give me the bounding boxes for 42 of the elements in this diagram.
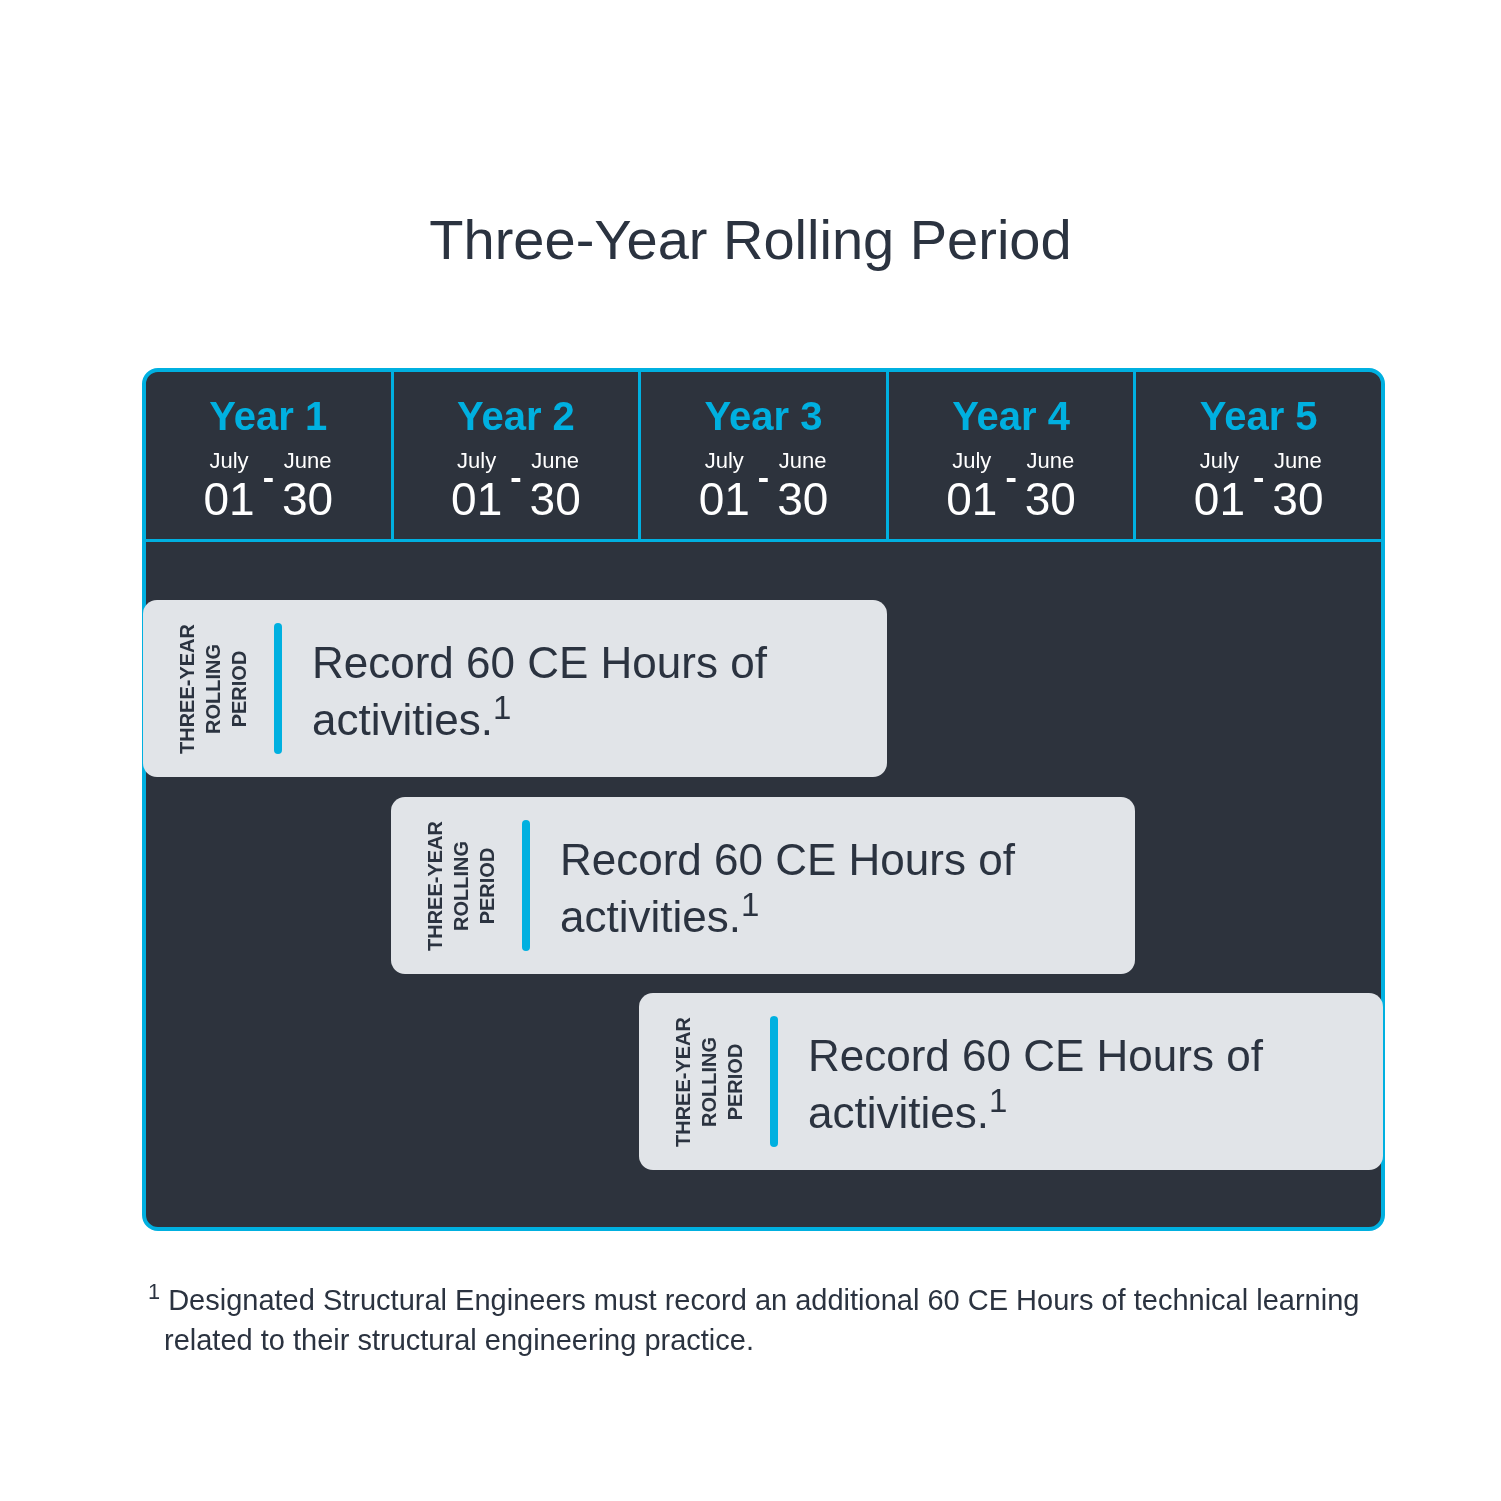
- year-heading: Year 5: [1199, 396, 1318, 436]
- card-text: Record 60 CE Hours of activities.$^{1}$: [808, 1030, 1264, 1139]
- vertical-period-label: THREE-YEAR ROLLING PERIOD: [423, 820, 499, 953]
- month-label: June: [283, 450, 332, 472]
- day-number: 30: [529, 476, 581, 522]
- year-heading: Year 2: [456, 396, 575, 436]
- rolling-period-card: [391, 797, 1135, 974]
- month-label: July: [952, 450, 992, 472]
- day-number: 01: [451, 476, 503, 522]
- year-heading: Year 3: [704, 396, 823, 436]
- month-label: June: [531, 450, 579, 472]
- range-dash: -: [757, 460, 770, 494]
- day-number: 30: [281, 476, 334, 522]
- month-label: June: [1026, 450, 1075, 472]
- day-number: 30: [1024, 476, 1076, 522]
- day-number: 01: [203, 476, 255, 522]
- rolling-period-card: [143, 600, 887, 777]
- day-number: 01: [1193, 476, 1245, 522]
- rolling-period-card: [639, 993, 1383, 1170]
- footnote: $^{1}$ Designated Structural Engineers must record an additional 60 CE Hours of technical learning related to their structural engineering practice.: [148, 1280, 1361, 1358]
- month-label: June: [778, 450, 827, 472]
- timeline-panel: [142, 368, 1385, 1231]
- month-label: July: [704, 450, 744, 472]
- day-number: 01: [698, 476, 750, 522]
- range-dash: -: [262, 460, 274, 494]
- vertical-period-label: THREE-YEAR ROLLING PERIOD: [175, 623, 251, 756]
- month-label: June: [1274, 450, 1322, 472]
- range-dash: -: [1253, 460, 1265, 494]
- year-heading: Year 1: [209, 396, 328, 436]
- card-text: Record 60 CE Hours of activities.$^{1}$: [312, 637, 768, 746]
- vertical-period-label: THREE-YEAR ROLLING PERIOD: [671, 1016, 747, 1149]
- diagram-title: Three-Year Rolling Period: [428, 207, 1073, 273]
- year-heading: Year 4: [952, 396, 1070, 436]
- day-number: 01: [946, 476, 998, 522]
- range-dash: -: [1005, 460, 1017, 494]
- day-number: 30: [1272, 476, 1324, 522]
- month-label: July: [1199, 450, 1239, 472]
- month-label: July: [457, 450, 497, 472]
- range-dash: -: [510, 460, 522, 494]
- card-text: Record 60 CE Hours of activities.$^{1}$: [560, 834, 1016, 943]
- day-number: 30: [777, 476, 829, 522]
- month-label: July: [209, 450, 249, 472]
